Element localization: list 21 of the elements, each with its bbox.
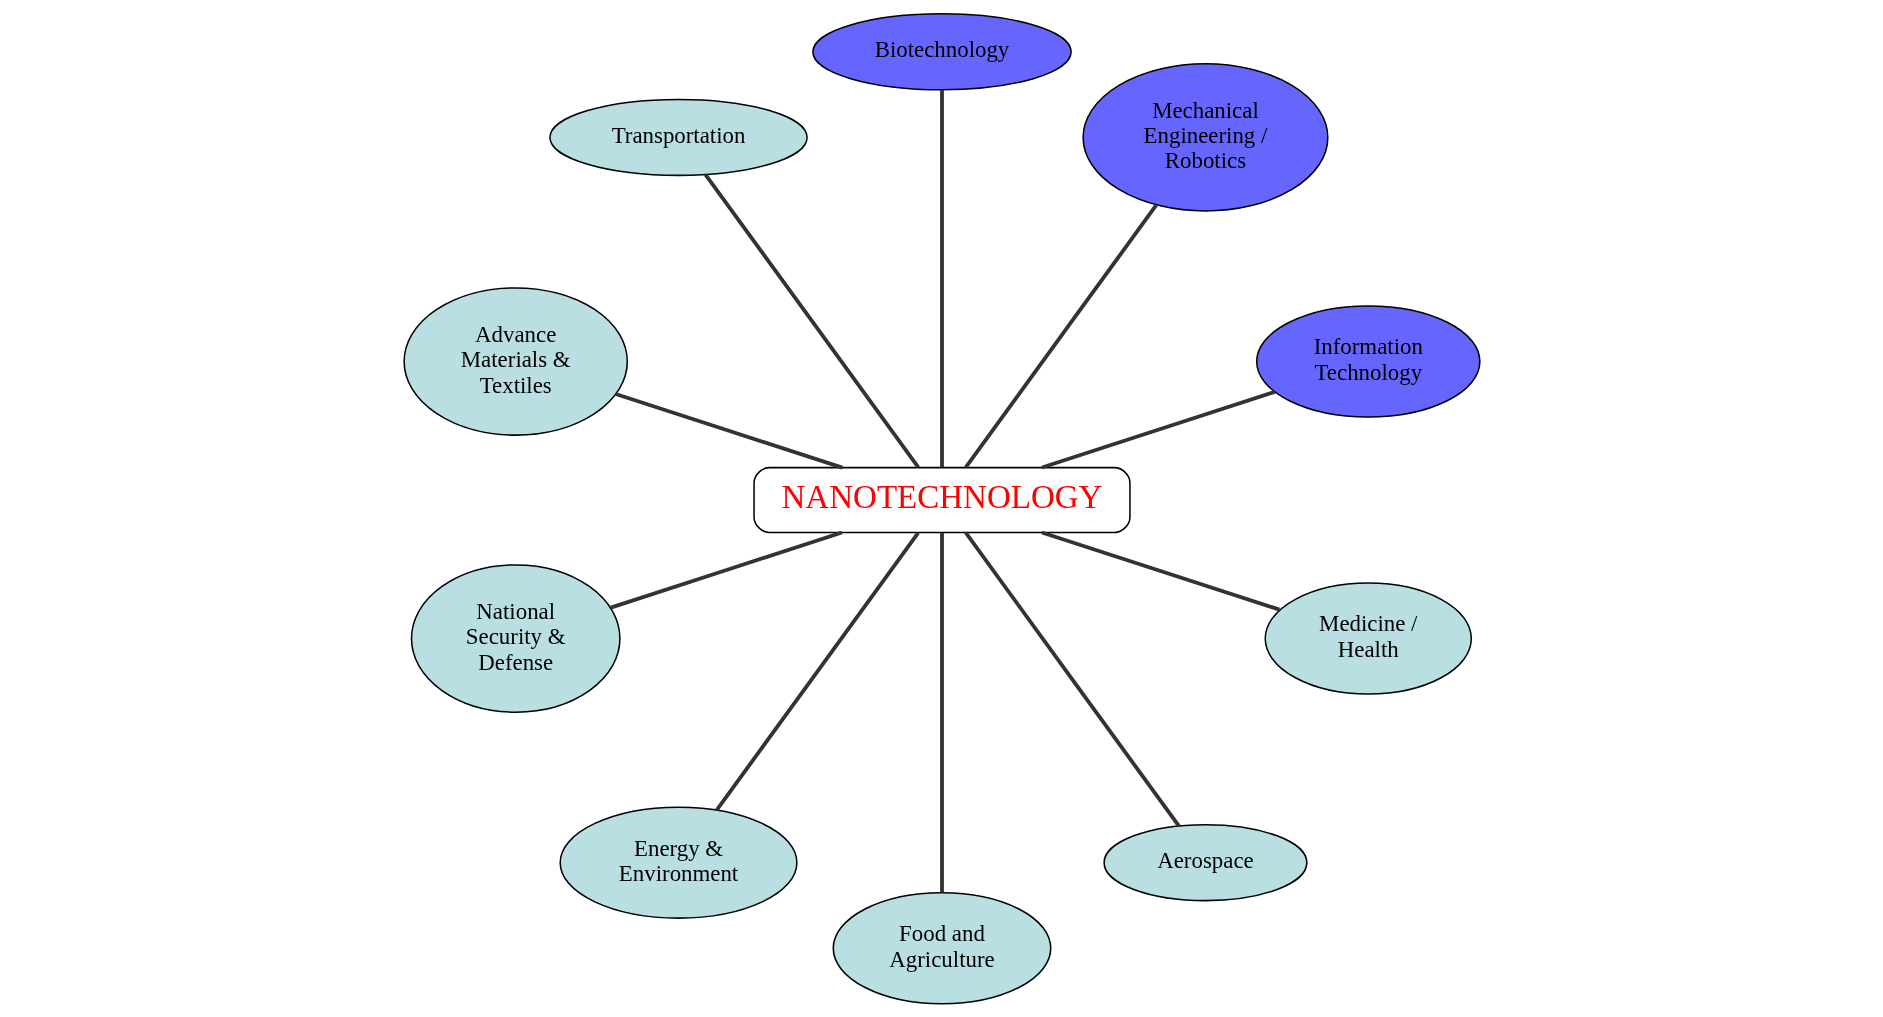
connector [963, 531, 1181, 827]
node-ellipse: National Security & Defense [410, 563, 621, 713]
node-ellipse: Transportation [548, 98, 808, 176]
node-ellipse: Mechanical Engineering / Robotics [1081, 62, 1329, 212]
node-ellipse: Biotechnology [811, 12, 1072, 91]
node-ellipse: Aerospace [1102, 823, 1308, 901]
node-box: NANOTECHNOLOGY [752, 466, 1131, 533]
connector [703, 172, 920, 469]
connector [939, 89, 944, 467]
node-ellipse: Energy & Environment [558, 805, 798, 919]
connector [1040, 389, 1275, 469]
node-ellipse: Advance Materials & Textiles [402, 286, 628, 436]
node-ellipse: Medicine / Health [1264, 581, 1472, 695]
connector [939, 532, 944, 892]
connector [1040, 530, 1280, 611]
node-ellipse: Food and Agriculture [832, 891, 1051, 1004]
connector [714, 531, 920, 811]
connector [614, 391, 843, 469]
connector [963, 203, 1158, 468]
node-ellipse: Information Technology [1255, 304, 1481, 418]
connector [609, 530, 843, 609]
